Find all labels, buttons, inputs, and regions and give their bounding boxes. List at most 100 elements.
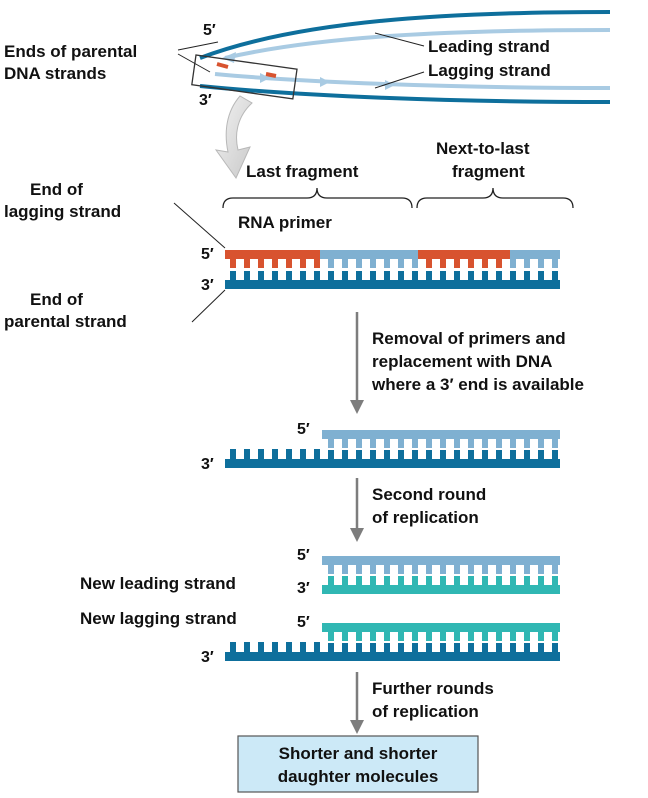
base-tooth [510, 439, 516, 448]
base-tooth [496, 643, 502, 652]
base-tooth [482, 643, 488, 652]
base-tooth [496, 565, 502, 574]
end-of-lagging-label-line2: lagging strand [4, 202, 121, 221]
base-tooth [370, 450, 376, 459]
base-tooth [426, 565, 432, 574]
base-tooth [468, 259, 474, 268]
next-to-last-brace [416, 187, 574, 209]
base-tooth [342, 439, 348, 448]
base-tooth [482, 450, 488, 459]
base-tooth [398, 259, 404, 268]
leading-strand-new [224, 28, 611, 60]
base-tooth [482, 565, 488, 574]
dna-a-three-prime: 3′ [201, 277, 214, 294]
base-tooth [440, 439, 446, 448]
base-tooth [538, 632, 544, 641]
base-tooth [286, 259, 292, 268]
base-tooth [328, 632, 334, 641]
base-tooth [496, 259, 502, 268]
base-tooth [552, 259, 558, 268]
base-tooth [538, 450, 544, 459]
dna-molecule-new-leading: 5′ 3′ [297, 547, 560, 597]
replication-fork: 5′ 3′ [191, 10, 611, 109]
base-tooth [538, 565, 544, 574]
step-arrow-1 [350, 312, 364, 414]
base-tooth [356, 271, 362, 280]
base-tooth [524, 565, 530, 574]
ends-parental-label-line1: Ends of parental [4, 42, 137, 61]
base-tooth [328, 259, 334, 268]
fork-rna-primer [265, 72, 277, 78]
base-tooth [356, 576, 362, 585]
base-tooth [524, 259, 530, 268]
base-tooth [412, 576, 418, 585]
base-tooth [300, 271, 306, 280]
base-tooth [342, 576, 348, 585]
rna-primer-last-fragment [225, 250, 320, 259]
base-tooth [454, 271, 460, 280]
base-tooth [314, 271, 320, 280]
base-tooth [552, 450, 558, 459]
base-tooth [468, 565, 474, 574]
base-tooth [468, 576, 474, 585]
ends-parental-leader [177, 41, 219, 51]
result-text-line2: daughter molecules [278, 767, 439, 786]
base-pairs [230, 259, 558, 280]
base-tooth [328, 565, 334, 574]
last-fragment-brace [222, 187, 413, 209]
base-tooth [314, 642, 320, 652]
base-tooth [468, 271, 474, 280]
base-tooth [300, 449, 306, 459]
base-tooth [426, 271, 432, 280]
rna-primer-next-fragment [418, 250, 510, 259]
step2-text-line2: of replication [372, 508, 479, 527]
base-tooth [412, 643, 418, 652]
base-tooth [426, 439, 432, 448]
base-tooth [482, 576, 488, 585]
base-tooth [356, 439, 362, 448]
base-tooth [412, 565, 418, 574]
base-tooth [538, 439, 544, 448]
fork-three-prime-label: 3′ [199, 92, 212, 109]
base-tooth [328, 271, 334, 280]
base-tooth [454, 259, 460, 268]
base-tooth [384, 565, 390, 574]
lagging-strand-leader [374, 71, 425, 89]
base-tooth [384, 271, 390, 280]
ends-parental-leader [177, 53, 211, 73]
old-strand-backbone [322, 556, 560, 565]
base-tooth [370, 576, 376, 585]
base-tooth [510, 632, 516, 641]
base-tooth [552, 565, 558, 574]
base-tooth [412, 439, 418, 448]
result-box: Shorter and shorter daughter molecules [237, 735, 479, 793]
base-pairs [230, 632, 558, 652]
leading-direction-arrow [222, 52, 236, 63]
step1-text-line1: Removal of primers and [372, 329, 566, 348]
base-tooth [398, 439, 404, 448]
base-tooth [370, 565, 376, 574]
lagging-strand-backbone [322, 430, 560, 439]
base-tooth [272, 449, 278, 459]
base-tooth [384, 632, 390, 641]
dna-b-five-prime: 5′ [297, 421, 310, 438]
base-tooth [356, 259, 362, 268]
base-tooth [454, 643, 460, 652]
base-tooth [510, 643, 516, 652]
base-tooth [230, 449, 236, 459]
base-tooth [440, 271, 446, 280]
base-tooth [440, 643, 446, 652]
base-tooth [524, 643, 530, 652]
base-tooth [384, 643, 390, 652]
end-of-parental-label-line1: End of [30, 290, 83, 309]
base-tooth [524, 450, 530, 459]
lagging-strand-label: Lagging strand [428, 61, 551, 80]
base-tooth [440, 259, 446, 268]
base-tooth [510, 271, 516, 280]
end-of-parental-leader [191, 289, 226, 323]
zoom-arrow [214, 95, 253, 179]
base-pairs [328, 565, 558, 585]
leading-strand-leader [374, 32, 425, 47]
base-tooth [244, 271, 250, 280]
